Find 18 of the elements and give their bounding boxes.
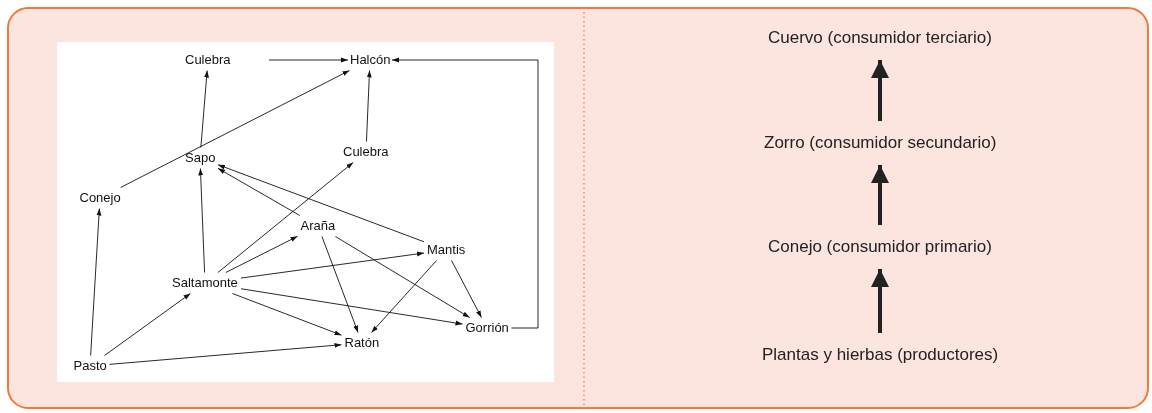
species-label: Cuervo (consumidor terciario) bbox=[768, 28, 992, 48]
species-label: Araña bbox=[300, 218, 336, 234]
species-label: Saltamonte bbox=[172, 275, 238, 291]
species-label: Pasto bbox=[73, 358, 107, 374]
arrow bbox=[871, 165, 889, 225]
arrow bbox=[871, 269, 889, 333]
species-label: Culebra bbox=[343, 144, 389, 160]
species-label: Plantas y hierbas (productores) bbox=[762, 345, 999, 365]
species-label: Sapo bbox=[185, 150, 216, 166]
species-label: Conejo (consumidor primario) bbox=[768, 237, 992, 257]
species-label: Gorrión bbox=[465, 320, 509, 336]
arrow bbox=[871, 60, 889, 121]
species-label: Zorro (consumidor secundario) bbox=[764, 133, 997, 153]
species-label: Culebra bbox=[185, 52, 231, 68]
species-label: Ratón bbox=[344, 335, 380, 351]
species-label: Halcón bbox=[350, 52, 391, 68]
species-label: Mantis bbox=[427, 242, 466, 258]
species-label: Conejo bbox=[79, 190, 121, 206]
